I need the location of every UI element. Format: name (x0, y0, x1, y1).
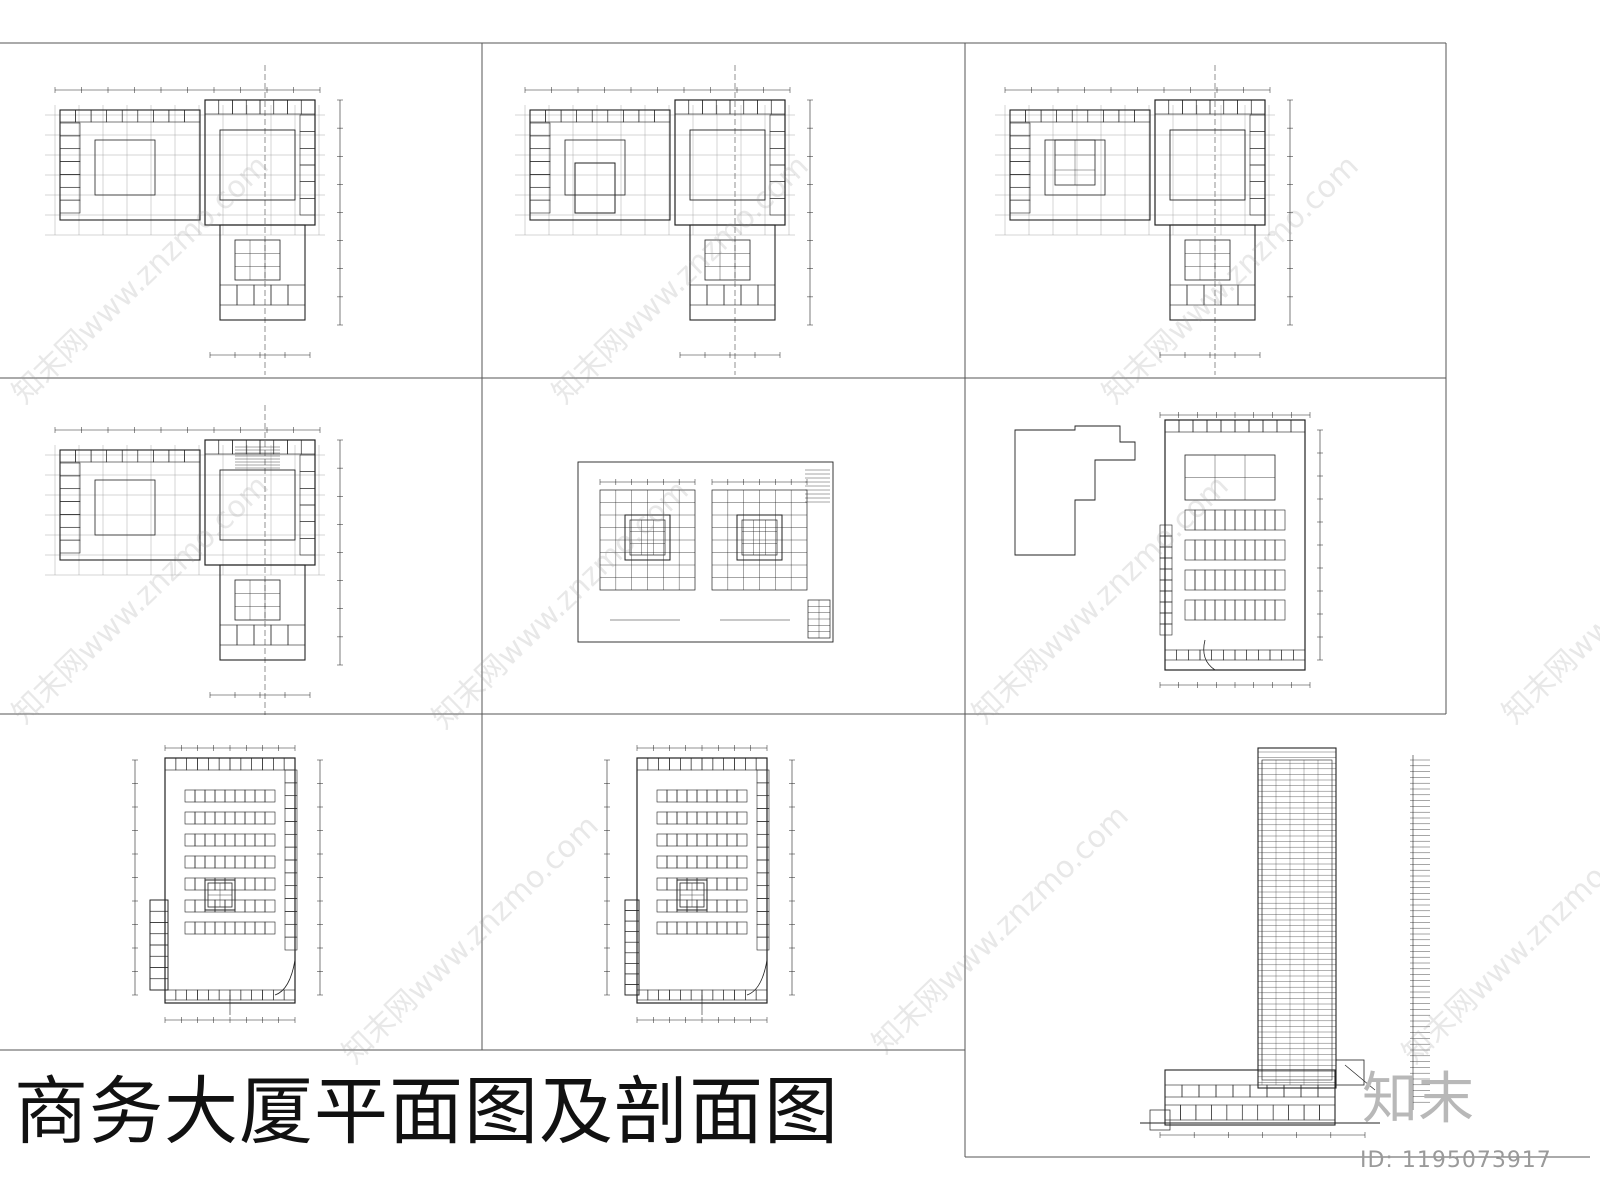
core-plan-sheet (577, 461, 834, 643)
floor-plan-2 (515, 65, 813, 375)
drawing-title: 商务大厦平面图及剖面图 (14, 1069, 839, 1155)
basement-plan-2 (604, 745, 795, 1023)
brand-logo: 知末 (1362, 1067, 1474, 1132)
panel-frames (0, 42, 1590, 1158)
floor-plan-1 (45, 65, 343, 375)
floor-plan-4 (45, 405, 343, 715)
site-plan (1014, 412, 1323, 688)
basement-plan-1 (132, 745, 323, 1023)
image-id: ID: 1195073917 (1360, 1148, 1552, 1173)
floor-plan-3 (995, 65, 1293, 375)
tower-section (1140, 747, 1430, 1138)
